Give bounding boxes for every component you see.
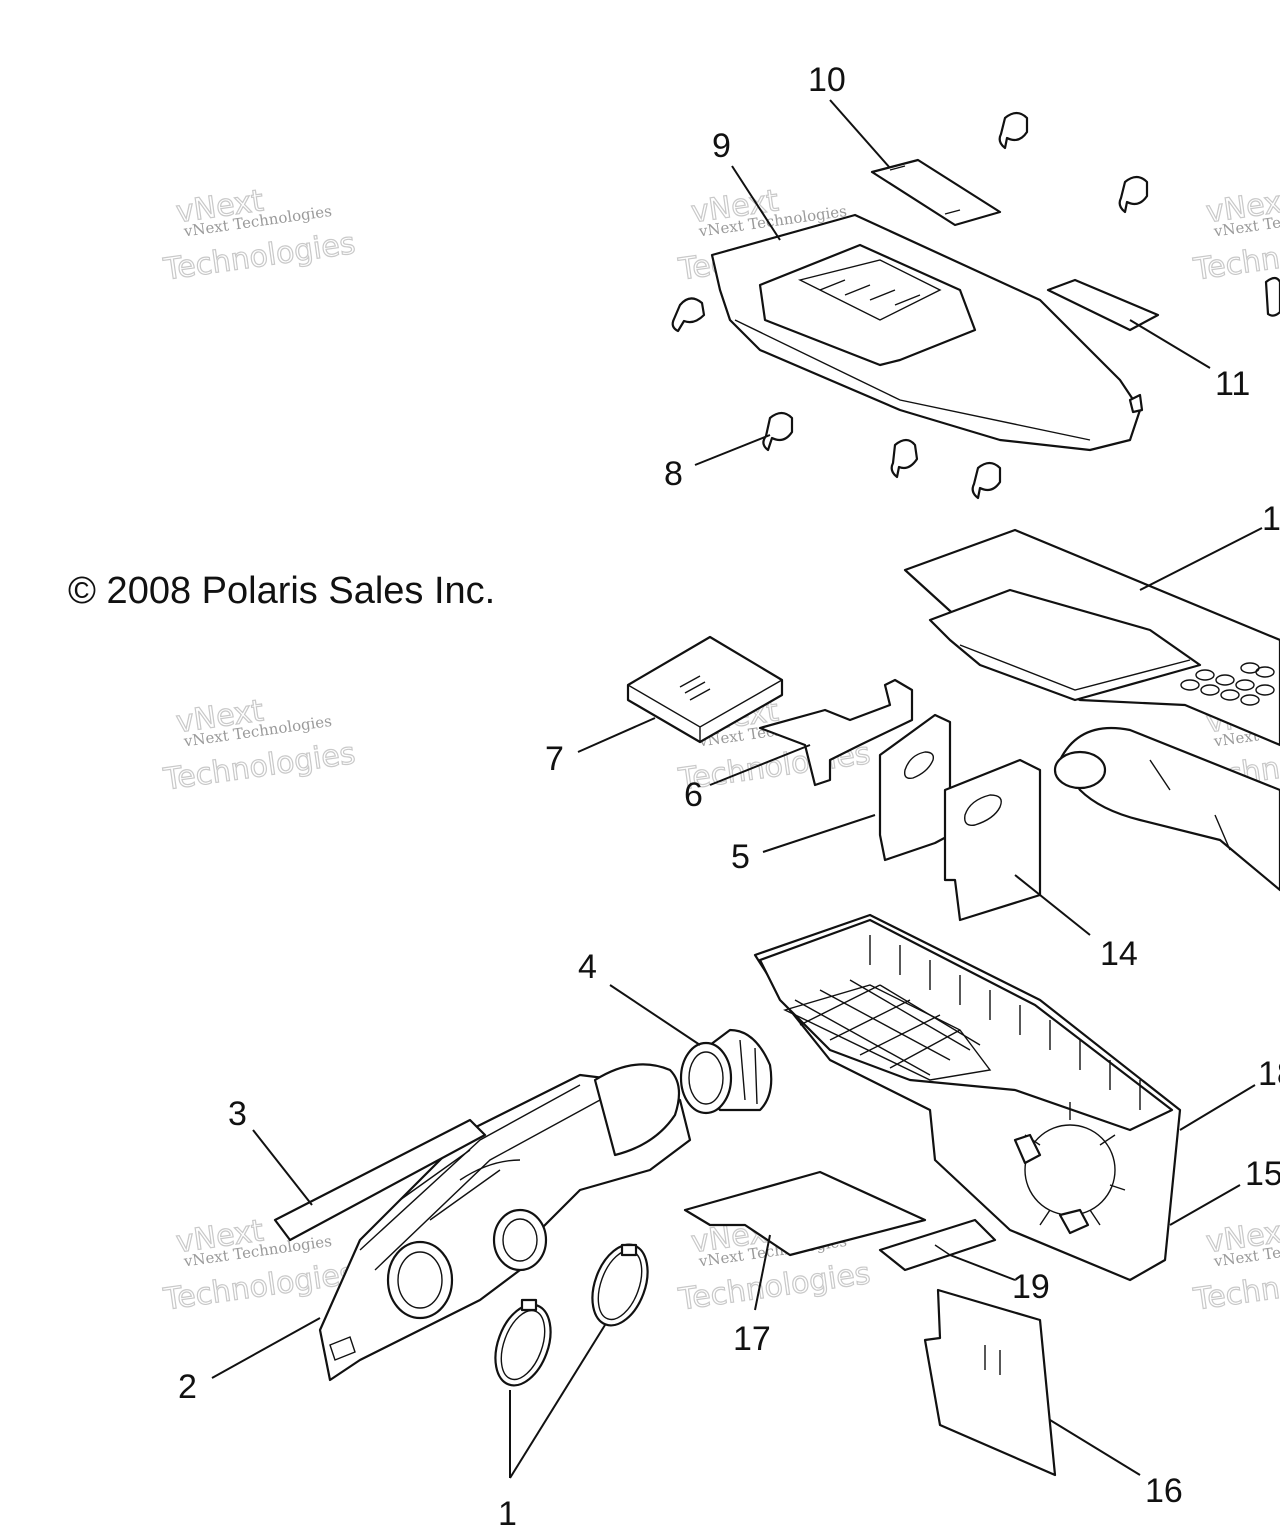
label-large[interactable] — [683, 1170, 927, 1257]
vent-holes — [1180, 662, 1275, 706]
clip[interactable] — [762, 411, 794, 452]
air-box-cover[interactable] — [710, 213, 1144, 452]
callout-17: 17 — [733, 1320, 771, 1358]
callout-12: 12 — [1262, 500, 1280, 538]
callout-11: 11 — [1215, 365, 1250, 403]
label-decal-small[interactable] — [1046, 278, 1160, 332]
callout-19: 19 — [1012, 1268, 1050, 1306]
callout-6: 6 — [684, 776, 703, 814]
air-box-base[interactable] — [753, 913, 1182, 1282]
callout-16: 16 — [1145, 1472, 1183, 1510]
callout-3: 3 — [228, 1095, 247, 1133]
label-sheet[interactable] — [923, 1288, 1057, 1477]
clip[interactable] — [971, 461, 1002, 500]
bracket-upper[interactable] — [758, 678, 914, 787]
clip[interactable] — [998, 111, 1029, 150]
callout-8: 8 — [664, 455, 683, 493]
label-decal[interactable] — [870, 158, 1002, 227]
callout-1: 1 — [498, 1495, 517, 1533]
clip[interactable] — [890, 438, 919, 479]
callout-15: 15 — [1245, 1155, 1280, 1193]
outlet-hose[interactable] — [1053, 726, 1280, 892]
callout-10: 10 — [808, 61, 846, 99]
bracket[interactable] — [878, 713, 952, 862]
clip[interactable] — [1264, 276, 1280, 317]
callout-5: 5 — [731, 838, 750, 876]
leader-lines — [211, 99, 1263, 1479]
callout-group: 1 2 3 4 5 6 7 8 9 10 11 12 14 15 16 17 1… — [178, 61, 1280, 1533]
clip[interactable] — [671, 297, 706, 333]
filter-pad[interactable] — [626, 635, 784, 744]
callout-4: 4 — [578, 948, 597, 986]
seal-strip[interactable] — [273, 1118, 487, 1242]
callout-7: 7 — [545, 740, 564, 778]
copyright-notice: © 2008 Polaris Sales Inc. — [68, 570, 495, 612]
label-small-2[interactable] — [878, 1218, 997, 1272]
air-box-inlet-duct[interactable] — [318, 1063, 692, 1382]
foam-pad[interactable] — [943, 758, 1042, 922]
hose-clamps[interactable] — [485, 1237, 658, 1393]
decal-panel[interactable] — [903, 528, 1280, 747]
coupler[interactable] — [679, 1028, 773, 1115]
callout-14: 14 — [1100, 935, 1138, 973]
callout-9: 9 — [712, 127, 731, 165]
callout-2: 2 — [178, 1368, 197, 1406]
callout-18: 18 — [1258, 1055, 1280, 1093]
clip[interactable] — [1118, 175, 1149, 214]
clip-group[interactable] — [671, 111, 1280, 500]
